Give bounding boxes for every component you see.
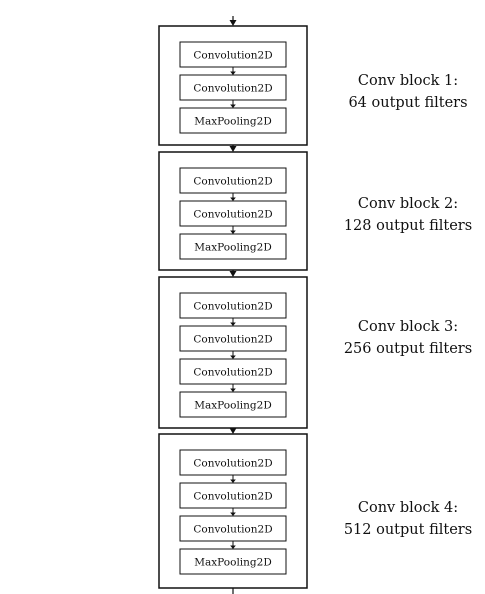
block-3-arrow-1-head xyxy=(230,322,236,326)
connector-3-to-4-head xyxy=(229,428,237,434)
block-2-subtitle: 128 output filters xyxy=(343,218,473,234)
block-4-caption: Conv block 4: 512 output filters xyxy=(323,497,485,541)
connector-2-to-3-head xyxy=(229,271,237,277)
block-3-layer-2-box xyxy=(179,325,287,352)
connector-1-to-2-head xyxy=(229,146,237,152)
block-2-title: Conv block 2: xyxy=(357,196,459,212)
block-3-title: Conv block 3: xyxy=(357,319,459,335)
block-3-caption: Conv block 3: 256 output filters xyxy=(323,316,485,360)
block-4-layer-3-box xyxy=(179,515,287,542)
block-4-title: Conv block 4: xyxy=(357,500,459,516)
block-4-arrow-2-head xyxy=(230,512,236,516)
block-2-arrow-2-head xyxy=(230,230,236,234)
block-3-layer-1-label: Convolution2D xyxy=(193,301,272,313)
block-4-layer-1-box xyxy=(179,449,287,476)
block-4-layer-4-box xyxy=(179,548,287,575)
block-1-layer-3-box xyxy=(179,107,287,134)
block-3-layer-3-label: Convolution2D xyxy=(193,367,272,379)
block-1-layer-3-label: MaxPooling2D xyxy=(194,116,272,128)
block-1-arrow-1-head xyxy=(230,71,236,75)
input-arrow-head xyxy=(229,20,237,26)
block-3-arrow-2-head xyxy=(230,355,236,359)
block-4-layer-2-box xyxy=(179,482,287,509)
block-2-layer-2-label: Convolution2D xyxy=(193,209,272,221)
block-4-layer-3-label: Convolution2D xyxy=(193,524,272,536)
block-2-layer-3-label: MaxPooling2D xyxy=(194,242,272,254)
block-2-layer-1-label: Convolution2D xyxy=(193,176,272,188)
block-1-subtitle: 64 output filters xyxy=(348,95,468,111)
block-3-layer-1-box xyxy=(179,292,287,319)
block-4-subtitle: 512 output filters xyxy=(343,522,473,538)
block-2-arrow-1-head xyxy=(230,197,236,201)
block-3-layer-4-label: MaxPooling2D xyxy=(194,400,272,412)
block-4-arrow-1-head xyxy=(230,479,236,483)
block-3-arrow-3-head xyxy=(230,388,236,392)
block-1-layer-1-box xyxy=(179,41,287,68)
block-1-layer-2-label: Convolution2D xyxy=(193,83,272,95)
block-2-layer-3-box xyxy=(179,233,287,260)
block-2-caption: Conv block 2: 128 output filters xyxy=(323,193,485,237)
block-4-layer-4-label: MaxPooling2D xyxy=(194,557,272,569)
block-3-layer-3-box xyxy=(179,358,287,385)
block-4-arrow-3-head xyxy=(230,545,236,549)
block-1-layer-1-label: Convolution2D xyxy=(193,50,272,62)
block-3-layer-4-box xyxy=(179,391,287,418)
block-1-layer-2-box xyxy=(179,74,287,101)
block-2-layer-1-box xyxy=(179,167,287,194)
block-1-arrow-2-head xyxy=(230,104,236,108)
block-4-layer-2-label: Convolution2D xyxy=(193,491,272,503)
block-1-title: Conv block 1: xyxy=(357,73,459,89)
block-3-subtitle: 256 output filters xyxy=(343,341,473,357)
block-1-caption: Conv block 1: 64 output filters xyxy=(323,70,485,114)
block-4-layer-1-label: Convolution2D xyxy=(193,458,272,470)
block-3-layer-2-label: Convolution2D xyxy=(193,334,272,346)
